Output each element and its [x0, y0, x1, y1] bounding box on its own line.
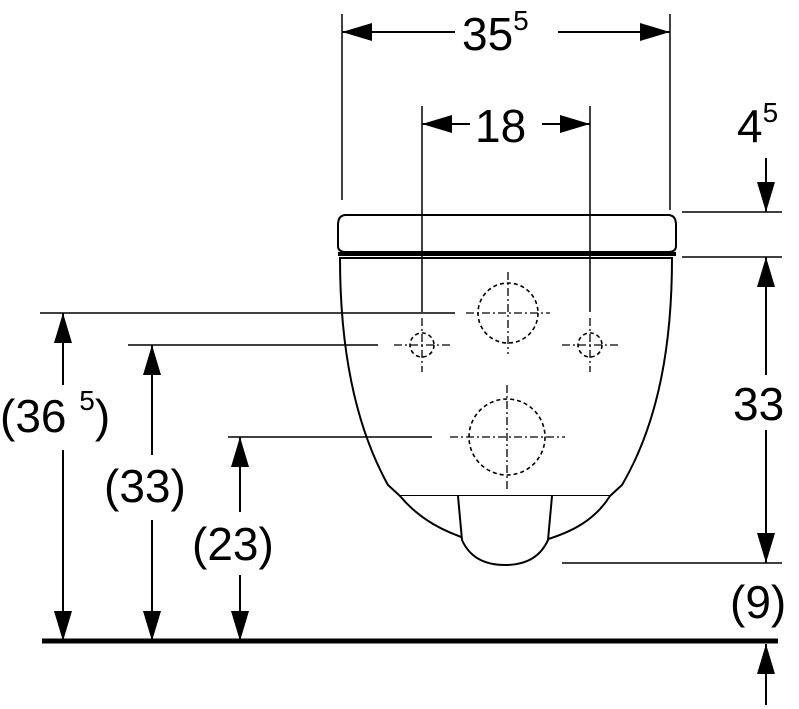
bowl-outline: [338, 257, 674, 497]
water-inlet-circle: [466, 272, 550, 354]
outlet-spigot: [457, 495, 553, 567]
label-width-inlets: 18: [475, 100, 526, 152]
label-inlet-height-high: (36 5): [0, 385, 110, 442]
label-inlet-height-mid: (33): [104, 460, 186, 512]
fixing-point-left: [394, 318, 450, 372]
seat-lid: [337, 214, 677, 253]
extension-lines: [40, 14, 782, 564]
dimension-lines: [54, 23, 775, 705]
label-outlet-height: (23): [192, 518, 274, 570]
label-bottom-gap: (9): [730, 576, 786, 628]
label-bowl-height: 33: [733, 378, 784, 430]
fixing-point-right: [562, 318, 618, 372]
waste-outlet-circle: [450, 385, 565, 490]
label-seat-height: 45: [737, 97, 778, 152]
label-width-total: 355: [462, 5, 529, 60]
